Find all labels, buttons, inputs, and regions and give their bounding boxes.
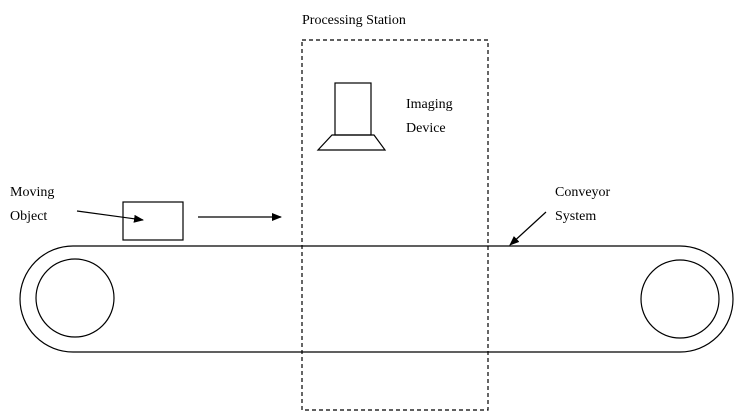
conveyor-right-pulley (640, 259, 720, 339)
conveyor-left-pulley (35, 258, 115, 338)
moving-object-label-line1: Moving (10, 185, 54, 200)
conveyor-system-label-line1: Conveyor (555, 185, 611, 200)
conveyor-system-label-line2: System (555, 209, 596, 224)
processing-station-label: Processing Station (302, 13, 406, 28)
processing-station-box (301, 39, 489, 411)
moving-object-pointer-arrow (76, 210, 144, 223)
imaging-device (316, 82, 387, 151)
moving-object-label-line2: Object (10, 209, 47, 224)
imaging-device-label-line1: Imaging (406, 97, 453, 112)
moving-object-box (122, 201, 184, 241)
imaging-device-label-line2: Device (406, 121, 446, 136)
conveyor-system-pointer-arrow (509, 211, 547, 246)
conveyor-belt (19, 245, 734, 353)
